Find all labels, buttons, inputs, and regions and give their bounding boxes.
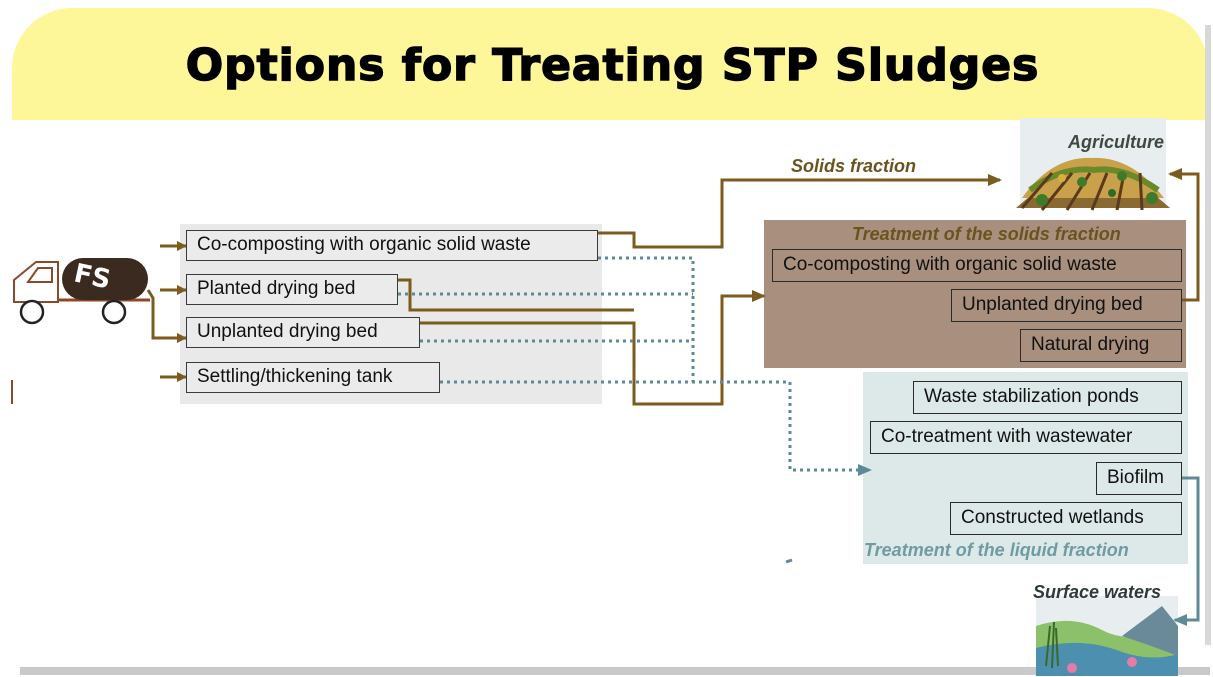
agriculture-label: Agriculture <box>1068 132 1165 152</box>
liquid-treatment-title: Treatment of the liquid fraction <box>864 540 1129 560</box>
solids-fraction-label: Solids fraction <box>791 156 917 176</box>
input-option-planted-drying-bed: Planted drying bed <box>186 274 398 305</box>
agriculture-illustration <box>1016 118 1170 211</box>
liquid-item-constructed-wetlands: Constructed wetlands <box>950 502 1182 535</box>
input-option-co-composting: Co-composting with organic solid waste <box>186 230 598 261</box>
surface-waters-illustration <box>1036 596 1178 676</box>
surface-waters-label: Surface waters <box>1033 582 1162 602</box>
title-band <box>12 8 1208 120</box>
input-option-unplanted-drying-bed: Unplanted drying bed <box>186 317 420 348</box>
input-option-settling-thickening-tank: Settling/thickening tank <box>186 362 440 393</box>
page-title: Options for Treating STP Sludges <box>185 39 1040 92</box>
truck-icon <box>13 258 150 325</box>
slide-frame-bottom <box>20 667 1210 675</box>
liquid-item-biofilm: Biofilm <box>1096 462 1182 495</box>
solids-item-unplanted-drying-bed: Unplanted drying bed <box>951 289 1182 322</box>
solids-item-natural-drying: Natural drying <box>1020 329 1182 362</box>
solids-treatment-title: Treatment of the solids fraction <box>852 224 1121 244</box>
solids-item-co-composting: Co-composting with organic solid waste <box>772 249 1182 282</box>
liquid-item-waste-stabilization-ponds: Waste stabilization ponds <box>913 381 1182 414</box>
liquid-item-co-treatment: Co-treatment with wastewater <box>870 421 1182 454</box>
slide-frame-right <box>1205 25 1211 645</box>
